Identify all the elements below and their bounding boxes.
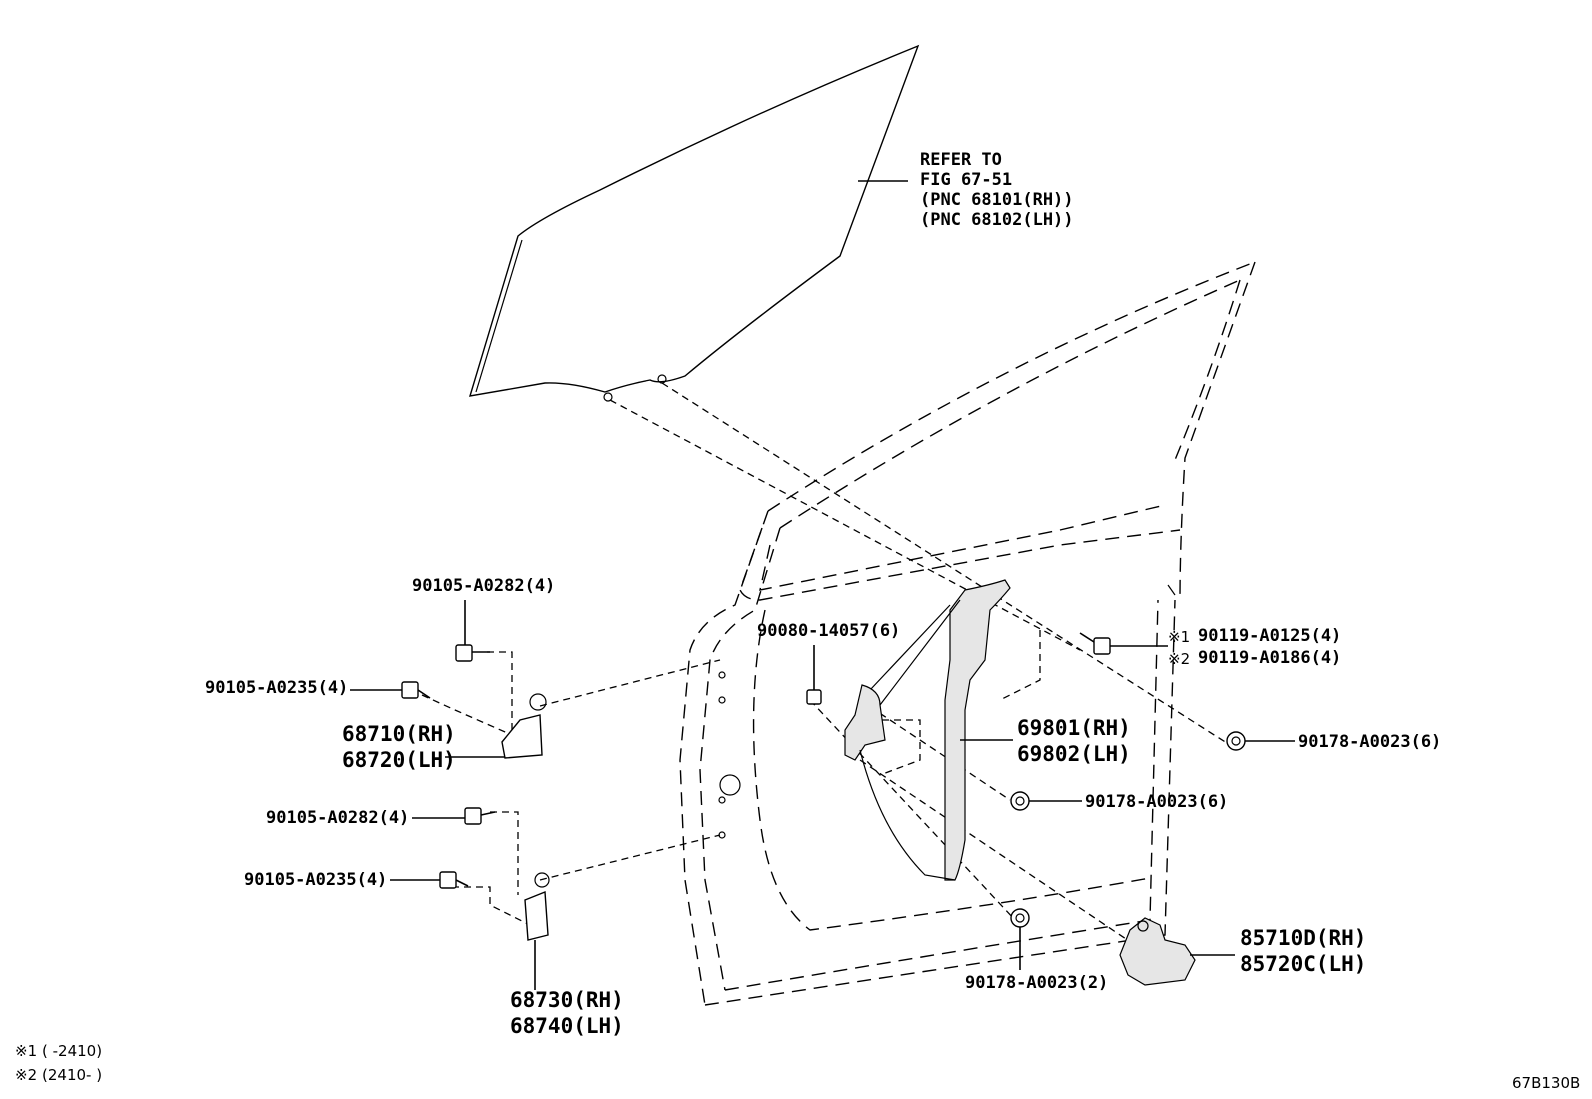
mark-bolt-glass-1: ※1 xyxy=(1168,628,1191,646)
label-bolt-glass-2: 90119-A0186(4) xyxy=(1198,648,1342,668)
label-bolt-regulator: 90080-14057(6) xyxy=(757,621,901,641)
bolts xyxy=(350,600,1168,889)
label-bolt-upper-hinge-side: 90105-A0235(4) xyxy=(205,678,349,698)
label-bolt-upper-hinge-top: 90105-A0282(4) xyxy=(412,576,556,596)
glass-ref-line4: (PNC 68102(LH)) xyxy=(920,210,1074,230)
label-bolt-glass-1: 90119-A0125(4) xyxy=(1198,626,1342,646)
nuts xyxy=(1010,731,1295,970)
label-lower-hinge-rh: 68730(RH) xyxy=(510,988,624,1012)
nut-middle-icon xyxy=(1010,791,1082,811)
label-upper-hinge-rh: 68710(RH) xyxy=(342,722,456,746)
note2-text: (2410- ) xyxy=(42,1066,103,1084)
bolt-upper-side-icon xyxy=(350,681,431,699)
bolt-glass-icon xyxy=(1079,632,1168,655)
lower-hinge xyxy=(524,872,550,990)
upper-hinge xyxy=(445,693,547,759)
label-nut-right: 90178-A0023(6) xyxy=(1298,732,1442,752)
note1-text: ( -2410) xyxy=(42,1042,103,1060)
bolt-lower-top-icon xyxy=(412,807,496,825)
note1-mark: ※1 xyxy=(15,1042,38,1060)
nut-bottom-icon xyxy=(1010,908,1030,970)
label-bolt-lower-hinge-top: 90105-A0282(4) xyxy=(266,808,410,828)
glass-ref-line2: FIG 67-51 xyxy=(920,170,1013,190)
label-bolt-lower-hinge-side: 90105-A0235(4) xyxy=(244,870,388,890)
nut-right-icon xyxy=(1226,731,1295,751)
bolt-lower-side-icon xyxy=(390,871,469,889)
bolt-upper-top-icon xyxy=(455,600,490,662)
assembly-lines xyxy=(421,382,1231,946)
label-nut-bottom: 90178-A0023(2) xyxy=(965,973,1109,993)
bolt-regulator-icon xyxy=(806,645,822,705)
regulator-motor xyxy=(1119,917,1235,986)
mark-bolt-glass-2: ※2 xyxy=(1168,650,1191,668)
note2-mark: ※2 xyxy=(15,1066,38,1084)
door-glass xyxy=(469,44,920,402)
label-regulator-lh: 69802(LH) xyxy=(1017,742,1131,766)
label-lower-hinge-lh: 68740(LH) xyxy=(510,1014,624,1038)
glass-ref-line3: (PNC 68101(RH)) xyxy=(920,190,1074,210)
window-regulator xyxy=(844,579,1013,881)
label-motor-rh: 85710D(RH) xyxy=(1240,926,1367,950)
label-nut-middle: 90178-A0023(6) xyxy=(1085,792,1229,812)
glass-ref-line1: REFER TO xyxy=(920,150,1002,170)
label-upper-hinge-lh: 68720(LH) xyxy=(342,748,456,772)
label-motor-lh: 85720C(LH) xyxy=(1240,952,1367,976)
label-regulator-rh: 69801(RH) xyxy=(1017,716,1131,740)
figure-code: 67B130B xyxy=(1512,1074,1581,1092)
